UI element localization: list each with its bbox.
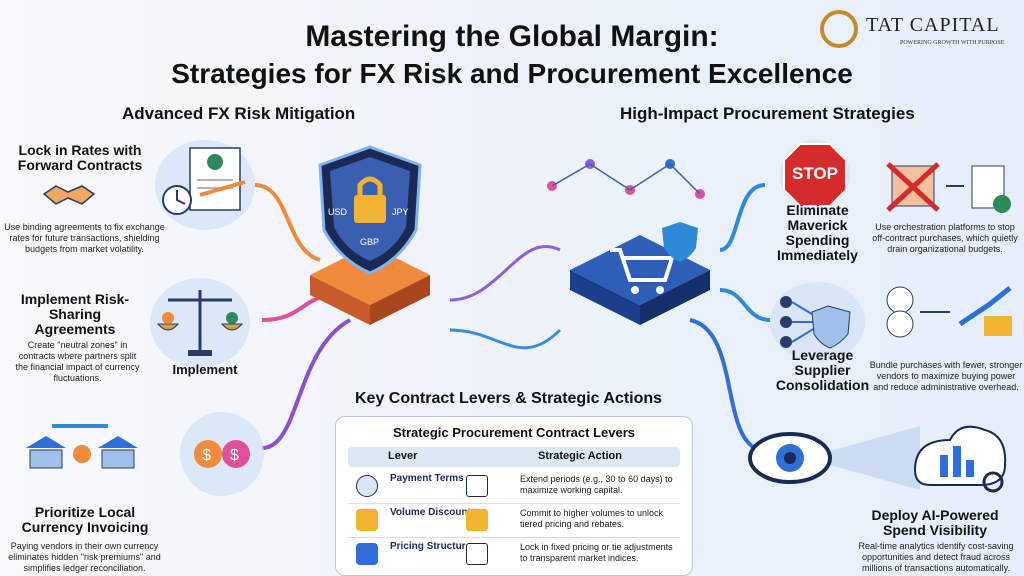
table-row: Pricing Structure Lock in fixed pricing … — [348, 537, 680, 571]
stacked-coins-icon — [466, 509, 488, 531]
scales-illustration — [150, 278, 250, 368]
maverick-spending-desc: Use orchestration platforms to stop off-… — [872, 222, 1018, 254]
risk-sharing-desc: Create "neutral zones" in contracts wher… — [15, 340, 140, 383]
lever-action: Commit to higher volumes to unlock tiere… — [520, 508, 664, 529]
ai-visibility-title: Deploy AI-Powered Spend Visibility — [871, 507, 999, 538]
brand-name: TAT CAPITAL — [866, 14, 1000, 36]
lever-name: Volume Discounts — [390, 507, 477, 518]
bank-exchange-icon — [22, 418, 142, 478]
coins-icon — [356, 509, 378, 531]
clock-icon — [356, 475, 378, 497]
contract-levers-title: Key Contract Levers & Strategic Actions — [355, 390, 663, 407]
page-title: Mastering the Global Margin: — [305, 20, 719, 53]
table-header-lever: Lever — [388, 450, 418, 462]
local-currency-desc: Paying vendors in their own currency eli… — [8, 541, 161, 573]
lever-name: Payment Terms — [390, 473, 464, 484]
lever-name: Pricing Structure — [390, 541, 472, 552]
right-section-title: High-Impact Procurement Strategies — [620, 104, 915, 123]
page-subtitle: Strategies for FX Risk and Procurement E… — [171, 58, 853, 89]
price-tag-icon — [356, 543, 378, 565]
svg-text:$: $ — [230, 447, 239, 464]
shield-currency-jpy: JPY — [392, 207, 409, 217]
lever-action: Lock in fixed pricing or tie adjustments… — [520, 542, 673, 563]
handshake-icon — [42, 180, 96, 208]
currency-exchange-icon: $ $ — [180, 412, 264, 496]
risk-sharing-title: Implement Risk-Sharing Agreements — [20, 291, 130, 337]
fx-shield-platform: USD JPY GBP — [300, 135, 440, 335]
contract-levers-table: Strategic Procurement Contract Levers Le… — [335, 416, 693, 576]
table-title: Strategic Procurement Contract Levers — [392, 425, 636, 440]
supplier-network-icon — [770, 282, 865, 362]
ai-visibility-illustration — [745, 410, 1015, 505]
table-row: Payment Terms Extend periods (e.g., 30 t… — [348, 469, 680, 504]
forward-contracts-title: Lock in Rates with Forward Contracts — [17, 142, 143, 173]
supplier-consolidation-title: Leverage Supplier Consolidation — [775, 347, 870, 393]
svg-text:$: $ — [202, 447, 211, 464]
ai-visibility-desc: Real-time analytics identify cost-saving… — [858, 541, 1014, 573]
maverick-spending-title: Eliminate Maverick Spending Immediately — [777, 202, 858, 263]
brand-logo-icon — [820, 10, 858, 48]
stop-sign-icon: STOP — [780, 140, 850, 210]
contract-illustration — [155, 140, 255, 230]
growth-chart-icon — [880, 280, 1020, 340]
left-section-title: Advanced FX Risk Mitigation — [122, 104, 356, 123]
shield-currency-gbp: GBP — [360, 237, 380, 247]
table-header-action: Strategic Action — [538, 450, 622, 462]
implement-caption: Implement — [172, 362, 238, 377]
trend-chart-icon — [466, 543, 488, 565]
table-header: Lever Strategic Action — [348, 447, 680, 467]
brand-tagline: POWERING GROWTH WITH PURPOSE — [900, 40, 1005, 46]
document-check-icon — [466, 475, 488, 497]
brand-logo: TAT CAPITAL POWERING GROWTH WITH PURPOSE — [820, 10, 1010, 50]
local-currency-title: Prioritize Local Currency Invoicing — [21, 504, 149, 535]
forward-contracts-desc: Use binding agreements to fix exchange r… — [4, 222, 165, 254]
shield-currency-usd: USD — [328, 207, 348, 217]
stop-sign-label: STOP — [792, 164, 838, 183]
supplier-consolidation-desc: Bundle purchases with fewer, stronger ve… — [869, 360, 1023, 392]
table-row: Volume Discounts Commit to higher volume… — [348, 503, 680, 538]
lever-action: Extend periods (e.g., 30 to 60 days) to … — [520, 474, 673, 495]
procurement-cart-platform — [540, 150, 740, 340]
blocked-purchase-icon — [880, 160, 1020, 220]
